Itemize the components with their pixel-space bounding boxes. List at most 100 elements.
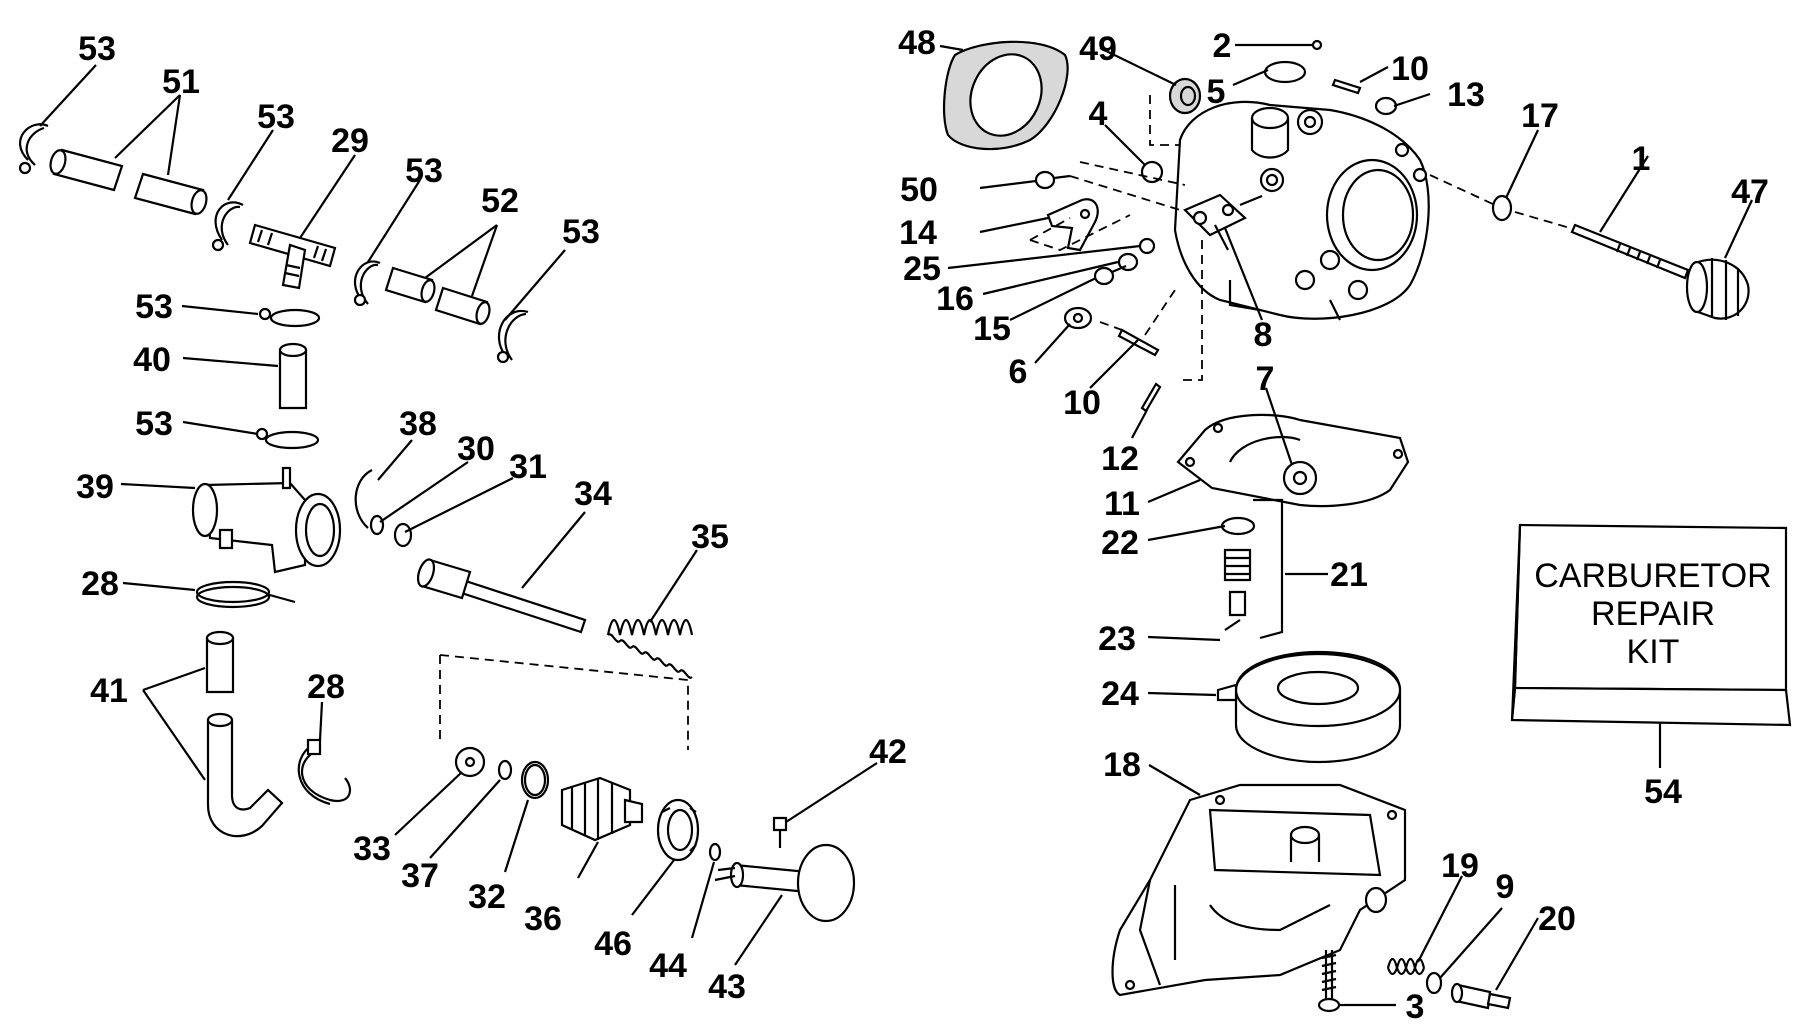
callout-label: 43 — [708, 968, 746, 1006]
callout-label: 53 — [405, 152, 443, 190]
callout-label: 53 — [135, 288, 173, 326]
retaining-ring-part — [354, 469, 373, 529]
bracket-part — [1046, 198, 1099, 252]
pin-part — [1117, 328, 1160, 357]
screw-part — [772, 816, 788, 848]
carburetor-body-part — [1173, 100, 1430, 321]
callout-label: 44 — [649, 947, 687, 985]
screw-part — [1317, 950, 1341, 1013]
callout-label: 19 — [1441, 847, 1479, 885]
callout-label: 1 — [1632, 140, 1651, 178]
primer-knob-part — [714, 843, 856, 923]
callout-label: 53 — [562, 213, 600, 251]
callout-label: 30 — [457, 430, 495, 468]
callout-label: 29 — [331, 122, 369, 160]
callout-label: 54 — [1644, 773, 1682, 811]
o-ring-part — [497, 759, 550, 800]
hose-clamp-part — [496, 309, 529, 364]
washer-part — [1220, 516, 1256, 536]
callout-label: 3 — [1406, 988, 1425, 1024]
nut-part — [1168, 77, 1202, 115]
hose-clamp-part — [18, 123, 49, 175]
callout-label: 28 — [307, 668, 345, 706]
float-part — [1216, 650, 1402, 764]
assembly-bracket — [1029, 214, 1131, 251]
assembly-bracket — [1099, 240, 1203, 381]
callout-label: 10 — [1063, 384, 1101, 422]
washer-part — [454, 746, 486, 778]
hose-part — [49, 148, 208, 216]
callout-label: 36 — [524, 900, 562, 938]
assembly-bracket — [439, 654, 689, 750]
plunger-part — [416, 558, 587, 634]
elbow-hose-part — [206, 712, 284, 838]
needle-valve-part — [1570, 223, 1690, 280]
primer-body-part — [191, 466, 342, 574]
callout-label: 31 — [509, 448, 547, 486]
callout-label: 34 — [574, 475, 612, 513]
hose-clamp-part — [258, 307, 321, 328]
callout-label: 38 — [399, 405, 437, 443]
hose-clamp-part — [211, 201, 244, 252]
callout-label: 51 — [162, 63, 200, 101]
callout-label: 37 — [401, 857, 439, 895]
callout-label: 49 — [1079, 30, 1117, 68]
callout-label: 41 — [90, 672, 128, 710]
callout-label: 5 — [1207, 73, 1226, 111]
o-ring-part — [708, 842, 722, 862]
callout-label: 13 — [1447, 76, 1485, 114]
gasket-part — [942, 40, 1069, 151]
callout-label: 46 — [594, 925, 632, 963]
callout-label: 14 — [899, 214, 937, 252]
callout-label: 48 — [898, 24, 936, 62]
callout-label: 53 — [135, 405, 173, 443]
callout-label: 15 — [973, 310, 1011, 348]
washer-part — [1374, 96, 1398, 116]
callout-label: 2 — [1213, 27, 1232, 65]
check-ball-part — [1311, 39, 1323, 51]
assembly-bracket — [1069, 161, 1186, 211]
nut-part — [656, 798, 700, 862]
assembly-bracket — [1429, 174, 1571, 229]
hose-clamp-part — [255, 427, 320, 450]
washer-part — [1425, 971, 1443, 995]
callout-label: 53 — [78, 30, 116, 68]
callout-label: 18 — [1103, 746, 1141, 784]
callout-label: 40 — [133, 341, 171, 379]
callout-label: 52 — [481, 182, 519, 220]
kit-label-line-2: REPAIR — [1591, 595, 1715, 633]
callout-label: 17 — [1521, 97, 1559, 135]
callout-label: 12 — [1101, 440, 1139, 478]
clip-part — [1063, 306, 1093, 330]
spring-part — [606, 618, 694, 679]
callout-label: 4 — [1089, 95, 1108, 133]
repair-kit-box — [1510, 523, 1792, 768]
screw-part — [1093, 264, 1127, 286]
callout-label: 8 — [1254, 316, 1273, 354]
pin-part — [1140, 382, 1162, 413]
callout-numbers: 53 51 53 29 53 52 53 53 40 53 38 30 31 3… — [76, 24, 1769, 1024]
hose-clamp-part — [297, 738, 352, 806]
hose-part — [278, 342, 308, 410]
callout-label: 20 — [1538, 900, 1576, 938]
nut-part — [1138, 237, 1156, 255]
callout-label: 47 — [1731, 173, 1769, 211]
callout-label: 6 — [1009, 353, 1028, 391]
callout-label: 10 — [1391, 50, 1429, 88]
callout-label: 25 — [903, 250, 941, 288]
kit-label-line-3: KIT — [1627, 633, 1680, 671]
adjustment-knob-part — [1685, 258, 1750, 320]
pin-part — [1331, 78, 1362, 95]
callout-label: 53 — [257, 98, 295, 136]
callout-label: 50 — [900, 171, 938, 209]
kit-label-line-1: CARBURETOR — [1534, 557, 1771, 595]
callout-label: 23 — [1098, 620, 1136, 658]
callout-label: 16 — [936, 280, 974, 318]
callout-label: 24 — [1101, 675, 1139, 713]
callout-label: 9 — [1496, 868, 1515, 906]
hose-clamp-part — [195, 580, 296, 609]
seat-part — [1491, 194, 1513, 222]
callout-label: 39 — [76, 468, 114, 506]
